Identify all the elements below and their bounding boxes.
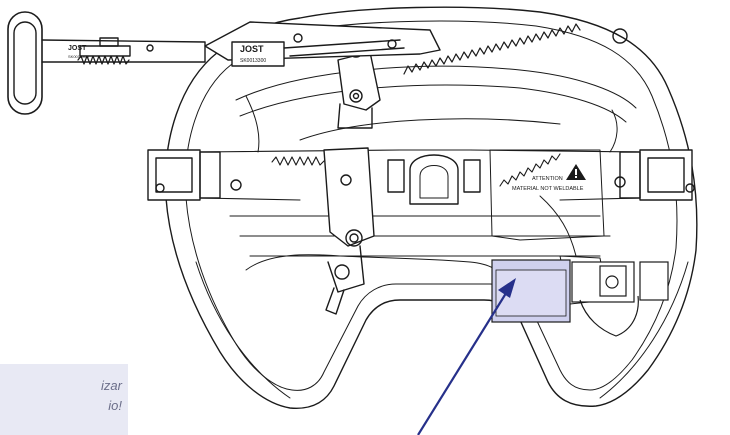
warning-label-line2: MATERIAL NOT WELDABLE (512, 186, 584, 192)
note-line-1: izar (101, 378, 122, 393)
handle-brand-label: JOST (68, 45, 87, 52)
warning-triangle-icon (566, 164, 586, 180)
coupling-plate-outline (164, 6, 698, 409)
pointer-arrow (417, 278, 516, 435)
lower-skirt-left (195, 261, 291, 399)
note-line-2: io! (108, 398, 122, 413)
kingpin-lock-inner (419, 165, 449, 199)
sensor-cable (245, 95, 618, 281)
left-locking-cam (323, 147, 375, 315)
lock-slot-right (463, 159, 481, 193)
lower-skirt-right (599, 261, 689, 399)
coupling-plate-inner-rim (184, 20, 678, 391)
plate-brand-label: JOST (240, 44, 264, 54)
upper-rib (235, 65, 637, 141)
left-mount-bracket (147, 149, 242, 201)
cross-member (199, 149, 641, 257)
plate-code-label: SK0013300 (240, 58, 266, 64)
kingpin-lock (409, 154, 459, 205)
left-cam-spring (271, 156, 325, 166)
release-bar (204, 21, 441, 67)
note-box: izar io! (0, 364, 128, 435)
pull-handle (7, 11, 206, 115)
handle-code-label: SK0013300 (68, 54, 90, 59)
right-mount-bracket (614, 149, 695, 201)
lock-slot-left (387, 159, 405, 193)
sensor-unit (491, 259, 669, 337)
right-cam-spring (499, 153, 561, 187)
handle-spring (77, 55, 130, 65)
main-spring (403, 23, 581, 75)
warning-label-line1: ATTENTION (532, 176, 563, 182)
spring-anchor (612, 28, 628, 44)
